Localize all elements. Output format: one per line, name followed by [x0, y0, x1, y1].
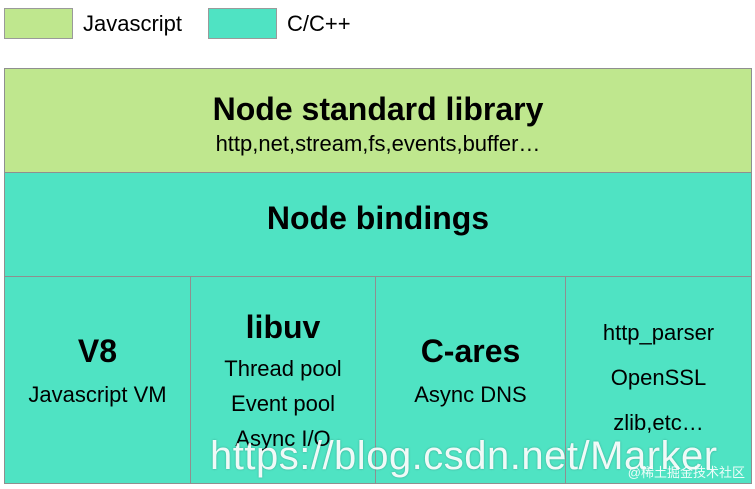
dependencies-layer: V8 Javascript VM libuv Thread pool Event…: [5, 277, 751, 483]
dep-libuv: libuv Thread pool Event pool Async I/O: [191, 277, 376, 483]
node-bindings-layer: Node bindings: [5, 173, 751, 277]
dep-libuv-title: libuv: [245, 309, 321, 345]
dep-v8-desc: Javascript VM: [28, 382, 167, 407]
legend-swatch-javascript: [4, 8, 73, 39]
node-bindings-title: Node bindings: [266, 200, 490, 236]
legend-label-javascript: Javascript: [83, 10, 183, 36]
node-standard-library-title: Node standard library: [212, 91, 544, 127]
watermark-url: https://blog.csdn.net/Marker: [210, 434, 718, 478]
legend-label-cpp: C/C++: [287, 10, 351, 36]
dep-libuv-line: Event pool: [231, 391, 335, 416]
dep-c-ares-desc: Async DNS: [414, 382, 527, 407]
dep-v8: V8 Javascript VM: [5, 277, 191, 483]
dep-other-line: OpenSSL: [610, 365, 707, 390]
dep-c-ares-title: C-ares: [420, 333, 521, 369]
node-standard-library-layer: Node standard library http,net,stream,fs…: [5, 69, 751, 173]
legend: Javascript C/C++: [4, 8, 377, 39]
node-architecture-diagram: Node standard library http,net,stream,fs…: [4, 68, 752, 484]
dep-other-line: zlib,etc…: [613, 410, 704, 435]
dep-libuv-line: Thread pool: [224, 356, 342, 381]
legend-swatch-cpp: [208, 8, 278, 39]
dep-libuv-line: Async I/O: [235, 426, 331, 451]
dep-c-ares: C-ares Async DNS: [376, 277, 566, 483]
dep-v8-title: V8: [77, 333, 118, 369]
node-standard-library-modules: http,net,stream,fs,events,buffer…: [215, 131, 541, 156]
watermark-source: @稀土掘金技术社区: [627, 465, 745, 480]
dep-other-line: http_parser: [602, 320, 715, 345]
dep-other-libs: http_parser OpenSSL zlib,etc…: [566, 277, 751, 483]
